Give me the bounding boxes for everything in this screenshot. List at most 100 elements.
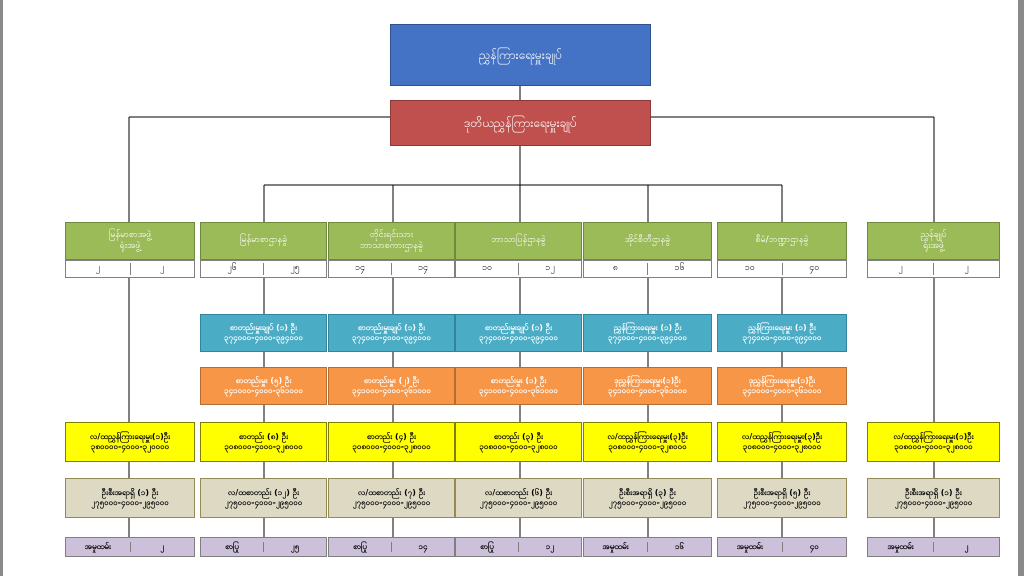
department-count-row-cell-2: ၂: [964, 263, 969, 274]
deputy-level-box-line-1: ဒုညွှန်ကြားရေးမှူး(၁)ဦး: [748, 376, 816, 385]
department-box-line-2: ရုံးအဖွဲ့: [119, 241, 141, 251]
director-general-box: ညွှန်ကြားရေးမှူးချုပ်: [390, 24, 651, 86]
department-box: မြန်မာစာဌာနခွဲ: [200, 222, 327, 260]
staff-total-row-cell-2: ၄၀: [809, 542, 819, 551]
officer-level-box-line-1: လ/ထစာတည်း (၆) ဦး: [484, 488, 553, 497]
officer-level-box-line-2: ၂၇၅၀၀၀-၄၀၀၀-၂၉၅၀၀၀: [224, 498, 303, 507]
deputy-level-box: စာတည်းမှူး (၁) ဦး၃၄၁၀၀၀-၄၀၀၀-၃၆၁၀၀၀: [455, 367, 582, 405]
department-count-row: ၁၀၁၂: [455, 260, 582, 278]
staff-total-row-cell-2: ၂: [160, 542, 165, 551]
assistant-level-box: စာတည်း (၄) ဦး၃၀၈၀၀၀-၄၀၀၀-၃၂၈၀၀၀: [328, 422, 455, 462]
staff-total-row-cell-1: စာပြု: [329, 542, 392, 552]
department-box: ဘာသာပြန်ဌာနခွဲ: [455, 222, 582, 260]
chief-level-box-line-2: ၃၇၄၀၀၀-၄၀၀၀-၃၉၄၀၀၀: [479, 333, 558, 342]
department-box: အိုင်စီတီဌာနခွဲ: [583, 222, 712, 260]
staff-total-row-cell-2: ၁၄: [418, 542, 428, 551]
officer-level-box-line-2: ၂၇၅၀၀၀-၄၀၀၀-၂၉၅၀၀၀: [894, 498, 973, 507]
deputy-level-box: ဒုညွှန်ကြားရေးမှူး(၁)ဦး၃၄၁၀၀၀-၄၀၀၀-၃၆၁၀၀…: [717, 367, 847, 405]
deputy-director-general-label: ဒုတိယညွှန်ကြားရေးမှူးချုပ်: [464, 115, 577, 130]
assistant-level-box: လ/ထညွှန်ကြားရေးမှူး(၁)ဦး၃၈၀၀၀၀-၄၀၀၀-၃၂၀၀…: [65, 422, 195, 462]
assistant-level-box-line-1: လ/ထညွှန်ကြားရေးမှူး(၃)ဦး: [741, 432, 823, 441]
window-right-border: [1018, 0, 1024, 576]
deputy-level-box-line-2: ၃၄၁၀၀၀-၄၀၀၀-၃၆၁၀၀၀: [352, 386, 431, 395]
deputy-level-box-line-2: ၃၄၁၀၀၀-၄၀၀၀-၃၆၁၀၀၀: [608, 386, 687, 395]
deputy-level-box-line-1: စာတည်းမှူး (၂) ဦး: [363, 376, 420, 385]
department-count-row: ၁၄၁၄: [328, 260, 455, 278]
chief-level-box-line-1: စာတည်းမှူးချုပ် (၁) ဦး: [229, 323, 298, 332]
assistant-level-box-line-2: ၃၀၈၀၀၀-၄၀၀၀-၃၂၈၀၀၀: [352, 442, 431, 451]
deputy-level-box: စာတည်းမှူး (၅) ဦး၃၄၁၀၀၀-၄၀၀၀-၃၆၁၀၀၀: [200, 367, 327, 405]
assistant-level-box-line-2: ၃၀၈၀၀၀-၄၀၀၀-၃၂၈၀၀၀: [224, 442, 303, 451]
staff-total-row-cell-1: စာပြု: [456, 542, 519, 552]
director-general-label: ညွှန်ကြားရေးမှူးချုပ်: [478, 47, 563, 62]
department-count-row: ၂၂: [867, 260, 1000, 278]
staff-total-row: အမှုထမ်း ၂: [867, 537, 1000, 557]
department-count-row-cell-1: ၂: [868, 263, 934, 275]
deputy-director-general-box: ဒုတိယညွှန်ကြားရေးမှူးချုပ်: [390, 100, 651, 146]
staff-total-row-cell-1: အမှုထမ်း: [868, 542, 934, 552]
department-box: ညွှန်ချုပ်ရုံးအဖွဲ့: [867, 222, 1000, 260]
assistant-level-box-line-2: ၃၀၈၀၀၀-၄၀၀၀-၃၂၈၀၀၀: [894, 442, 973, 451]
staff-total-row-cell-1: အမှုထမ်း: [66, 542, 131, 552]
department-count-row-cell-1: ၁၀: [456, 263, 519, 275]
department-box: တိုင်းရင်းသားဘာသာစကားဌာနခွဲ: [328, 222, 455, 260]
deputy-level-box-line-2: ၃၄၁၀၀၀-၄၀၀၀-၃၆၁၀၀၀: [224, 386, 303, 395]
department-box-line-1: စီမံ/ဘဏ္ဍာဌာနခွဲ: [755, 235, 809, 246]
chief-level-box-line-1: စာတည်းမှူးချုပ် (၁) ဦး: [357, 323, 426, 332]
staff-total-row: စာပြု၁၂: [455, 537, 582, 557]
staff-total-row: စာပြု ၂၅: [200, 537, 327, 557]
chief-level-box: ညွှန်ကြားရေးမှူး (၁) ဦး၃၇၄၀၀၀-၄၀၀၀-၃၉၄၀၀…: [717, 314, 847, 352]
department-box-line-1: ညွှန်ချုပ်: [920, 229, 947, 240]
chief-level-box-line-2: ၃၇၄၀၀၀-၄၀၀၀-၃၉၄၀၀၀: [742, 333, 822, 342]
deputy-level-box-line-1: စာတည်းမှူး (၅) ဦး: [235, 376, 292, 385]
assistant-level-box-line-1: စာတည်း (၃) ဦး: [493, 432, 544, 441]
staff-total-row-cell-1: အမှုထမ်း: [718, 542, 783, 552]
department-box-line-1: မြန်မာစာအဖွဲ့: [108, 229, 152, 240]
staff-total-row: စာပြု ၁၄: [328, 537, 455, 557]
officer-level-box-line-2: ၂၇၅၀၀၀-၄၀၀၀-၂၉၅၀၀၀: [352, 498, 431, 507]
department-box: စီမံ/ဘဏ္ဍာဌာနခွဲ: [717, 222, 847, 260]
assistant-level-box: လ/ထညွှန်ကြားရေးမှူး(၃)ဦး၃၀၈၀၀၀-၄၀၀၀-၃၂၈၀…: [717, 422, 847, 462]
staff-total-row-cell-2: ၂၅: [290, 542, 300, 551]
staff-total-row-cell-2: ၁၆: [675, 542, 684, 551]
deputy-level-box: ဒုညွှန်ကြားရေးမှူး(၁)ဦး၃၄၁၀၀၀-၄၀၀၀-၃၆၁၀၀…: [583, 367, 712, 405]
department-box-line-1: အိုင်စီတီဌာနခွဲ: [624, 235, 671, 246]
department-box-line-2: ဘာသာစကားဌာနခွဲ: [359, 241, 424, 251]
staff-total-row-cell-2: ၂: [964, 542, 969, 551]
department-count-row-cell-2: ၂၅: [290, 263, 300, 274]
officer-level-box-line-1: လ/ထစာတည်း (၁၂) ဦး: [227, 488, 300, 497]
assistant-level-box: စာတည်း (၃) ဦး၃၀၈၀၀၀-၄၀၀၀-၃၂၈၀၀၀: [455, 422, 582, 462]
assistant-level-box: စာတည်း (၈) ဦး၃၀၈၀၀၀-၄၀၀၀-၃၂၈၀၀၀: [200, 422, 327, 462]
officer-level-box-line-1: ဦးစီးအရာရှိ (၁) ဦး: [905, 488, 962, 497]
officer-level-box-line-1: ဦးစီးအရာရှိ (၃) ဦး: [619, 488, 676, 497]
department-count-row-cell-1: ၈: [584, 263, 648, 275]
department-count-row-cell-1: ၂: [66, 263, 131, 275]
officer-level-box: လ/ထစာတည်း (၇) ဦး၂၇၅၀၀၀-၄၀၀၀-၂၉၅၀၀၀: [328, 478, 455, 518]
chief-level-box-line-1: စာတည်းမှူးချုပ် (၁) ဦး: [484, 323, 553, 332]
chief-level-box-line-1: ညွှန်ကြားရေးမှူး (၁) ဦး: [613, 323, 682, 332]
deputy-level-box-line-2: ၃၄၁၀၀၀-၄၀၀၀-၃၆၁၀၀၀: [479, 386, 558, 395]
deputy-level-box-line-2: ၃၄၁၀၀၀-၄၀၀၀-၃၆၁၀၀၀: [742, 386, 822, 395]
officer-level-box: ဦးစီးအရာရှိ (၅) ဦး၂၇၅၀၀၀-၄၀၀၀-၂၉၅၀၀၀: [717, 478, 847, 518]
staff-total-row-cell-1: စာပြု: [201, 542, 264, 552]
staff-total-row: အမှုထမ်း ၂: [65, 537, 195, 557]
assistant-level-box-line-1: စာတည်း (၄) ဦး: [366, 432, 417, 441]
assistant-level-box-line-2: ၃၈၀၀၀၀-၄၀၀၀-၃၂၀၀၀၀: [90, 442, 170, 451]
officer-level-box-line-2: ၂၇၅၀၀၀-၄၀၀၀-၂၉၅၀၀၀: [743, 498, 821, 507]
chief-level-box: ညွှန်ကြားရေးမှူး (၁) ဦး၃၇၄၀၀၀-၄၀၀၀-၃၉၄၀၀…: [583, 314, 712, 352]
chief-level-box-line-2: ၃၇၄၀၀၀-၄၀၀၀-၃၉၄၀၀၀: [352, 333, 431, 342]
officer-level-box-line-1: လ/ထစာတည်း (၇) ဦး: [357, 488, 426, 497]
assistant-level-box-line-1: စာတည်း (၈) ဦး: [238, 432, 289, 441]
chief-level-box: စာတည်းမှူးချုပ် (၁) ဦး၃၇၄၀၀၀-၄၀၀၀-၃၉၄၀၀၀: [200, 314, 327, 352]
chief-level-box-line-1: ညွှန်ကြားရေးမှူး (၁) ဦး: [748, 323, 816, 332]
department-box-line-1: တိုင်းရင်းသား: [369, 229, 414, 240]
chief-level-box: စာတည်းမှူးချုပ် (၁) ဦး၃၇၄၀၀၀-၄၀၀၀-၃၉၄၀၀၀: [328, 314, 455, 352]
assistant-level-box: လ/ထညွှန်ကြားရေးမှူး(၃)ဦး၃၀၈၀၀၀-၄၀၀၀-၃၂၈၀…: [583, 422, 712, 462]
department-box-line-1: မြန်မာစာဌာနခွဲ: [239, 235, 288, 246]
staff-total-row: အမှုထမ်း ၄၀: [717, 537, 847, 557]
staff-total-row: အမှုထမ်း၁၆: [583, 537, 712, 557]
department-count-row-cell-1: ၂၆: [201, 263, 264, 275]
window-left-border: [0, 0, 3, 576]
department-count-row: ၈၁၆: [583, 260, 712, 278]
department-box: မြန်မာစာအဖွဲ့ရုံးအဖွဲ့: [65, 222, 195, 260]
